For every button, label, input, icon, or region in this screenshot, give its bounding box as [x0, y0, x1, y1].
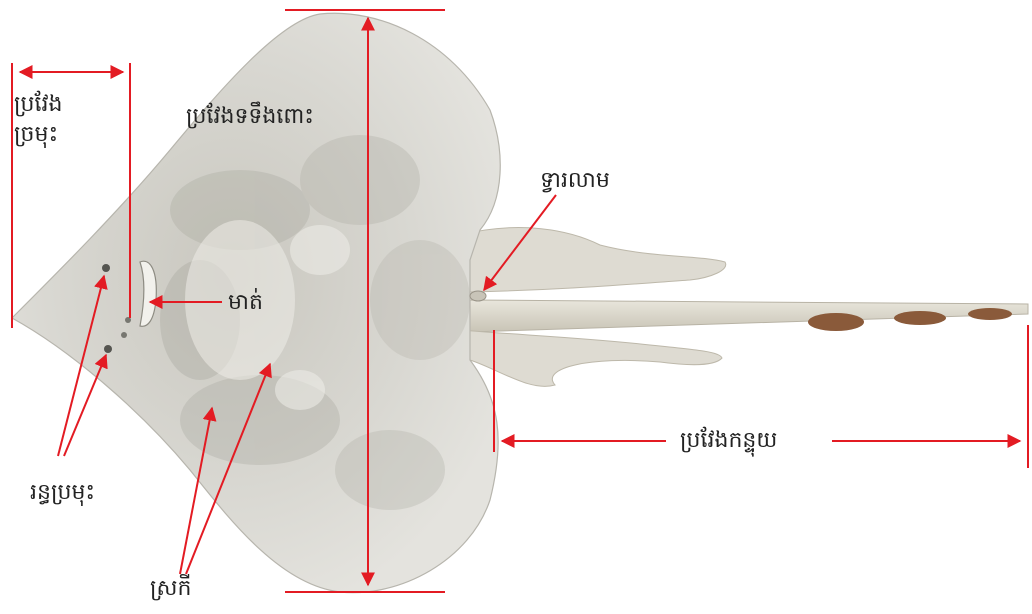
disc-width-label: ប្រវែងទទឹងពោះ: [186, 104, 314, 129]
eye-label: មាត់: [228, 290, 263, 315]
ray-pelvic-fin-lower: [460, 330, 722, 386]
ray-cloaca: [470, 291, 486, 301]
ray-dorsal-fin-2: [894, 311, 946, 325]
ray-nostril-lower: [104, 345, 112, 353]
gills-label: ស្រកី: [150, 576, 191, 601]
nostrils-label: រន្ធប្រមុះ: [30, 480, 95, 505]
tail-length-label: ប្រវែងកន្ទុយ: [676, 428, 781, 453]
ray-caudal-fin: [968, 308, 1012, 320]
cloaca-label: ទ្វារលាម: [540, 168, 610, 193]
ray-pelvic-fin-upper: [460, 228, 726, 292]
ray-dorsal-fin-1: [808, 313, 864, 331]
ray-nostril-upper: [102, 264, 110, 272]
snout-length-label: ប្រវែង ច្រមុះ: [14, 90, 62, 149]
